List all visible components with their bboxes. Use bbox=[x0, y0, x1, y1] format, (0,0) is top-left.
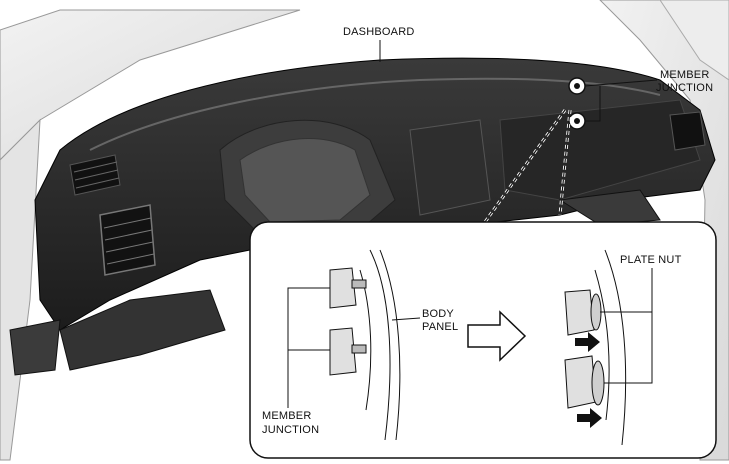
member-junction-label-bottom-line2: JUNCTION bbox=[262, 424, 320, 436]
dashboard-panel bbox=[9, 57, 716, 376]
body-panel-leader bbox=[391, 317, 421, 321]
member-junction-label-top-line1: MEMBER bbox=[660, 69, 710, 81]
junction-bracket-left bbox=[329, 267, 367, 376]
body-panel-label-line2: PANEL bbox=[422, 321, 459, 333]
junction-bracket-right bbox=[564, 289, 605, 409]
body-panel-label-line1: BODY bbox=[422, 308, 454, 320]
body-panel-right bbox=[594, 249, 627, 446]
solid-right-arrow-icon bbox=[575, 332, 600, 352]
dashboard-label: DASHBOARD bbox=[343, 26, 415, 38]
plate-nut-label: PLATE NUT bbox=[620, 254, 682, 266]
plate-nut-leader bbox=[600, 268, 653, 384]
member-junction-markers bbox=[568, 77, 658, 130]
solid-right-arrow-icon bbox=[577, 408, 602, 428]
member-junction-leader-left bbox=[287, 287, 330, 408]
member-junction-label-bottom-line1: MEMBER bbox=[262, 410, 312, 422]
member-junction-label-top-line2: JUNCTION bbox=[656, 82, 714, 94]
hollow-right-arrow-icon bbox=[467, 310, 527, 362]
detail-inset bbox=[249, 221, 717, 459]
